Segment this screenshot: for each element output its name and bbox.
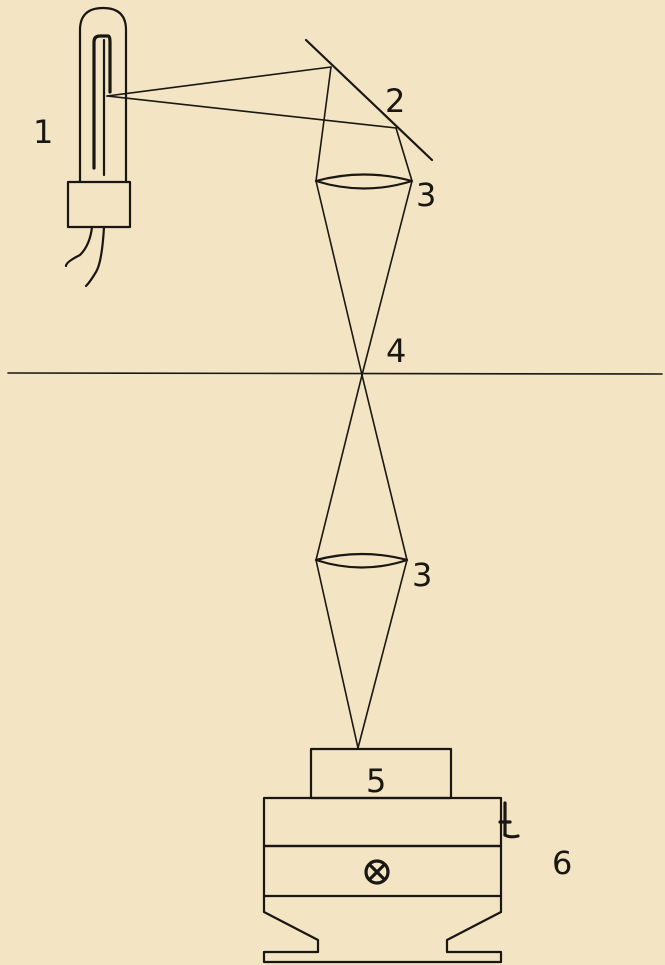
converging-rays-bottom — [315, 559, 408, 749]
label-specimen: 5 — [366, 762, 386, 800]
label-lens-bottom: 3 — [412, 556, 432, 594]
reflected-rays — [315, 66, 413, 182]
screw-knob-icon — [498, 801, 520, 839]
lens-top — [314, 173, 414, 190]
label-lens-top: 3 — [416, 176, 436, 214]
converging-rays-top — [315, 180, 413, 376]
circle-cross-icon — [364, 859, 390, 885]
lens-bottom — [314, 552, 409, 569]
diverging-rays — [315, 374, 408, 561]
incident-rays — [106, 66, 397, 129]
mirror — [304, 38, 434, 162]
lamp-bulb — [64, 6, 132, 288]
focal-plane — [7, 372, 663, 375]
label-mirror: 2 — [385, 82, 405, 120]
label-lamp: 1 — [33, 113, 53, 151]
label-stage: 6 — [552, 844, 572, 882]
label-focal-point: 4 — [386, 332, 406, 370]
